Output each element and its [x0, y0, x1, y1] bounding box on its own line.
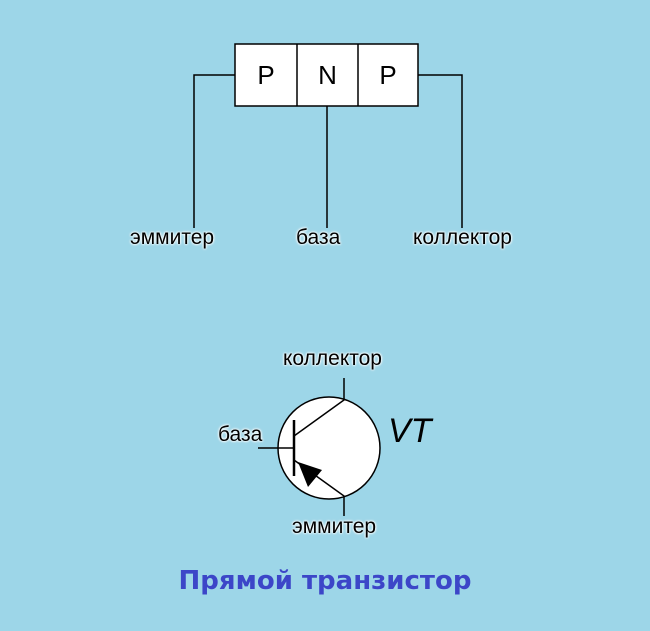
symbol-base-label: база — [218, 423, 263, 446]
pnp-block-outline — [234, 43, 419, 107]
pnp-collector-label: коллектор — [413, 226, 512, 249]
layer-p-emitter: P — [257, 59, 275, 90]
symbol-collector-label: коллектор — [283, 347, 382, 370]
emitter-arrow-icon — [298, 462, 322, 487]
pnp-base-label: база — [296, 226, 341, 249]
collector-terminal-line — [293, 378, 345, 437]
transistor-symbol — [258, 378, 381, 516]
symbol-emitter-label: эммитер — [292, 515, 377, 538]
pnp-structure — [234, 43, 419, 107]
layer-p-collector: P — [379, 59, 397, 90]
emitter-lead — [193, 74, 235, 228]
collector-lead — [418, 74, 463, 228]
diagram-caption: Прямой транзистор — [178, 566, 472, 596]
layer-n-base: N — [318, 59, 337, 90]
transistor-designator: VT — [388, 412, 432, 450]
pnp-emitter-label: эммитер — [130, 226, 215, 249]
